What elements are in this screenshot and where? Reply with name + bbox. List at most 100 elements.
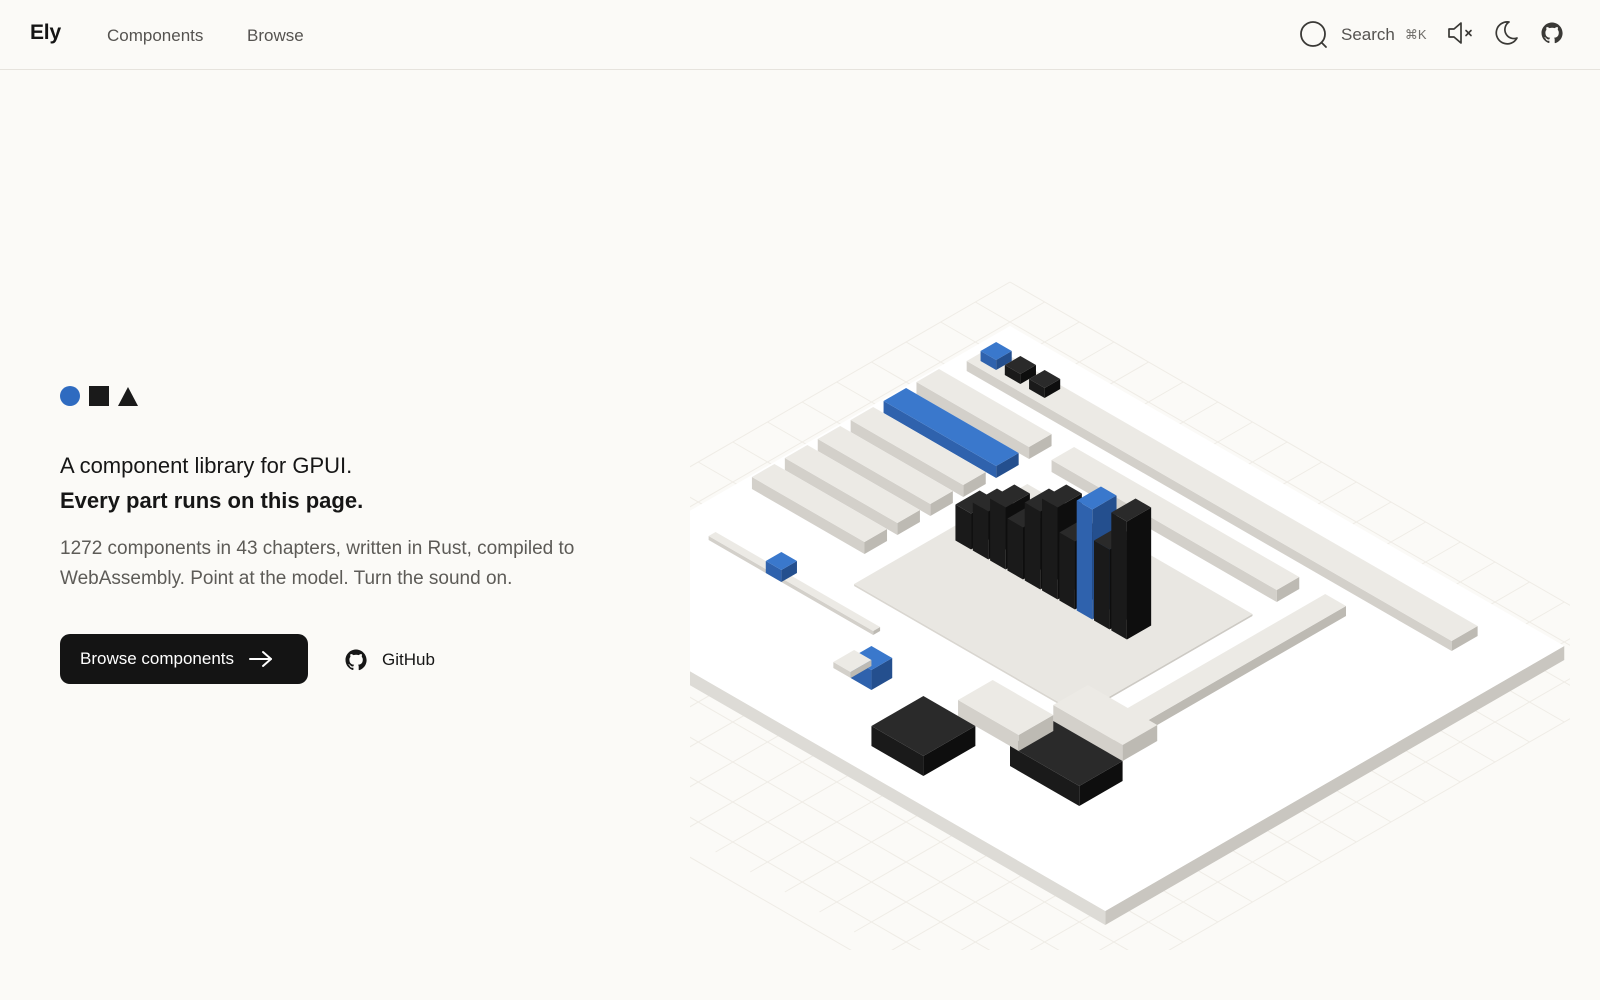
dark-block-1-side-left [1010,746,1080,806]
dark-block-2-side-left [871,726,924,776]
light-block-1-side-left [1053,705,1123,761]
bar-9-side-left [1094,540,1110,630]
slab-4-side-right [930,491,953,516]
dark-block-1-side-right [1079,761,1123,806]
isometric-scene[interactable] [351,190,1600,1000]
tab-cube-blue-side-right [996,351,1012,370]
slab-5-side-left [784,458,898,535]
slider-track-side-left [708,536,874,635]
slider-knob-side-right [781,561,797,582]
nav-components-link[interactable]: Components [107,26,204,45]
tab-cube-dark-2-side-right [1044,379,1061,398]
slab-1-top [916,369,1052,447]
bar-10-top [1111,498,1152,522]
github-header-button[interactable] [1537,20,1567,50]
slab-4-side-left [817,439,931,516]
base-board-side-left [551,591,1106,925]
tab-cube-dark-1-side-left [1004,365,1021,384]
slab-6-top [751,464,888,542]
speaker-muted-icon [1446,20,1476,51]
slab-5-side-right [897,510,920,535]
slider-knob-side-left [765,561,782,582]
arrow-right-icon [248,650,274,668]
slab-2-side-left [883,401,997,478]
blue-cube-side-right [871,658,893,690]
small-pad-side-right [850,660,872,678]
hero-description: 1272 components in 43 chapters, written … [60,538,575,589]
light-block-2-top [958,680,1054,735]
tab-cube-dark-1-side-right [1020,365,1036,384]
slab-3-side-left [850,420,964,497]
light-block-2-side-right [1018,715,1054,751]
slab-3-side-right [963,472,986,497]
slab-1-side-right [1029,434,1052,459]
slider-track-top [708,532,881,631]
hero-headline-line1: A component library for GPUI. [60,453,353,478]
small-pad-side-left [833,662,851,678]
slider-knob-top [765,552,797,570]
slab-1-side-left [916,382,1030,459]
sound-toggle-button[interactable] [1446,20,1476,50]
dark-block-2-side-right [923,726,976,776]
slab-5-top [784,445,920,523]
brand-shapes [60,385,138,407]
light-block-1-side-right [1122,725,1158,761]
github-link[interactable]: GitHub [344,646,435,674]
bar-2-side-left [972,502,989,560]
black-triangle-icon [118,386,138,406]
inset-panel-side-left [854,584,1080,716]
mid-rail-top [1051,447,1300,590]
base-board-side-right [1105,646,1565,925]
small-pad-top [833,650,872,672]
bar-5-side-left [1024,502,1041,590]
bar-10-side-right [1126,507,1152,640]
bar-8-side-left [1076,500,1093,620]
search-shortcut: ⌘K [1404,27,1427,42]
brand-logo[interactable]: Ely [30,21,61,44]
github-link-label: GitHub [382,650,435,669]
slab-6-side-left [751,477,865,554]
slab-2-top [883,388,1019,466]
top-navigation-bar: Ely Components Browse Search ⌘K [0,0,1600,70]
nav-browse-link[interactable]: Browse [247,26,304,45]
slab-2-side-right [996,453,1019,478]
bar-3-side-left [990,498,1006,570]
slider-track-side-right [873,627,881,635]
light-block-2-side-left [958,700,1019,751]
bar-1-side-left [955,504,972,550]
bar-7-side-left [1059,532,1075,610]
inset-panel-top [854,484,1253,714]
search-button[interactable]: Search ⌘K [1299,19,1430,51]
tab-cube-dark-2-side-left [1029,379,1045,398]
mid-rail-side-right [1276,577,1300,602]
tab-cube-blue-side-left [980,351,997,370]
slab-4-top [817,426,953,504]
bar-4-side-left [1007,518,1023,580]
hero-headline: A component library for GPUI. Every part… [60,448,620,518]
github-icon [344,648,368,672]
blue-circle-icon [60,386,80,406]
browse-components-label: Browse components [80,649,235,668]
top-rail-top [966,346,1478,641]
bar-10-side-left [1111,512,1127,640]
light-block-1-top [1053,685,1158,745]
tab-cube-blue-top [980,342,1012,360]
top-rail-side-right [1451,626,1478,651]
bar-3-top [990,484,1030,508]
theme-toggle-button[interactable] [1491,20,1521,50]
bar-6-side-left [1042,498,1058,600]
moon-icon [1492,19,1520,52]
slab-3-top [850,407,986,485]
github-icon [1540,21,1564,50]
hero-headline-line2: Every part runs on this page. [60,488,364,513]
isometric-model-illustration[interactable] [351,190,1600,1000]
browse-components-button[interactable]: Browse components [60,634,308,684]
search-icon [1299,20,1329,50]
black-square-icon [89,386,109,406]
slab-6-side-right [864,529,888,554]
inset-panel-side-right [1079,614,1253,716]
bar-6-top [1042,484,1082,508]
search-label: Search [1341,25,1395,44]
top-rail-side-left [966,361,1452,651]
bar-8-top [1076,486,1117,510]
